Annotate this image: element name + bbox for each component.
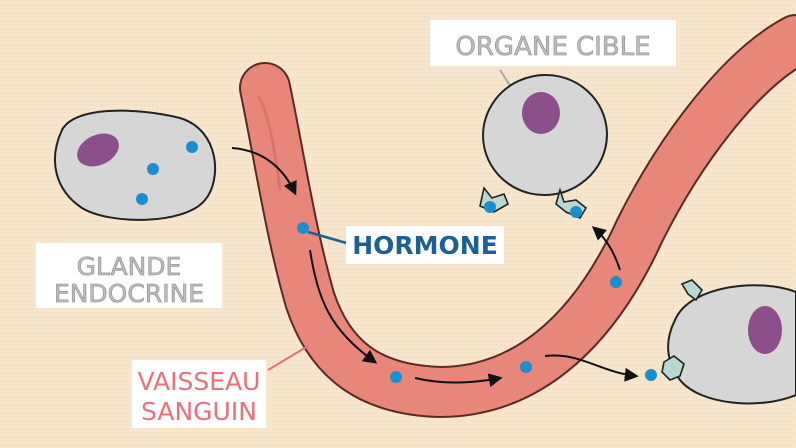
label-target-organ: ORGANE CIBLE — [455, 32, 650, 62]
hormone-dot — [136, 193, 148, 205]
hormone-dot — [390, 371, 402, 383]
bound-hormone — [645, 369, 657, 381]
label-vessel-line2: SANGUIN — [141, 397, 257, 426]
label-hormone: HORMONE — [352, 231, 498, 260]
hormone-dot — [186, 141, 198, 153]
target-nucleus — [748, 306, 782, 354]
hormone-dot — [147, 163, 159, 175]
hormone-dot — [520, 361, 532, 373]
label-vessel-line1: VAISSEAU — [138, 367, 261, 396]
label-gland-line1: GLANDE — [77, 252, 182, 281]
target-nucleus — [522, 92, 560, 134]
bound-hormone — [484, 201, 496, 213]
endocrine-gland-cell — [55, 111, 215, 220]
hormone-dot — [570, 206, 582, 218]
hormone-dot — [610, 276, 622, 288]
label-gland-line2: ENDOCRINE — [54, 279, 204, 308]
hormone-dot — [297, 222, 309, 234]
